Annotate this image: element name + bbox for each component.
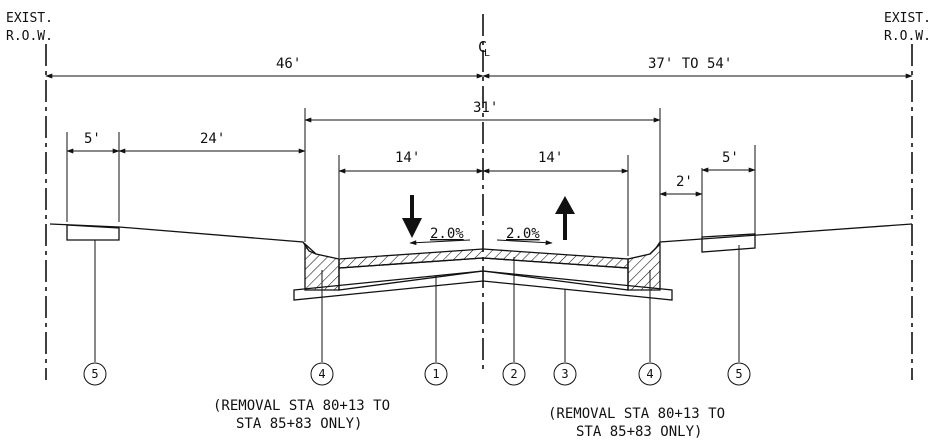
slope-label-right: 2.0% [506,226,540,242]
ground-line-right [649,223,913,255]
svg-text:2: 2 [510,367,517,381]
direction-arrow-up [555,196,575,240]
callout-4-right: 4 [638,362,662,386]
curb-gutter-right [627,242,661,291]
row-label-right-2: R.O.W. [884,29,931,44]
svg-text:5: 5 [91,367,98,381]
sidewalk-right [701,233,756,253]
callout-4-left: 4 [310,362,334,386]
dim-grass-left: 24' [200,131,225,147]
note-right-line-1: (REMOVAL STA 80+13 TO [548,406,725,422]
overlay-course [338,248,629,269]
note-left-line-2: STA 85+83 ONLY) [236,416,362,432]
slope-arrow-left [409,239,471,246]
ground-line-left [49,223,317,255]
dim-lane-right: 14' [538,150,563,166]
row-label-left-1: EXIST. [6,11,53,26]
row-label-right-1: EXIST. [884,11,931,26]
note-left-line-1: (REMOVAL STA 80+13 TO [213,398,390,414]
dim-buffer-right: 2' [676,174,693,190]
slope-label-left: 2.0% [430,226,464,242]
svg-text:1: 1 [432,367,439,381]
callout-1: 1 [424,362,448,386]
centerline-label: C [478,38,487,56]
svg-text:3: 3 [561,367,568,381]
callout-5-left: 5 [83,362,107,386]
row-label-left-2: R.O.W. [6,29,53,44]
dim-lane-left: 14' [395,150,420,166]
direction-arrow-down [402,195,422,238]
svg-text:5: 5 [735,367,742,381]
dim-right-total: 37' TO 54' [648,56,732,72]
dim-roadway-width: 31' [473,100,498,116]
svg-text:4: 4 [646,367,653,381]
dim-left-total: 46' [276,56,301,72]
callout-2: 2 [502,362,526,386]
callout-3: 3 [553,362,577,386]
note-right-line-2: STA 85+83 ONLY) [576,424,702,440]
callout-5-right: 5 [727,362,751,386]
svg-text:4: 4 [318,367,325,381]
dim-sidewalk-right: 5' [722,150,739,166]
centerline-sub: L [484,48,490,59]
sidewalk-left [66,224,120,241]
dim-sidewalk-left: 5' [84,131,101,147]
slope-arrow-right [496,239,553,246]
